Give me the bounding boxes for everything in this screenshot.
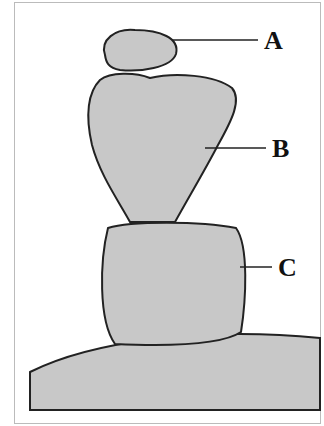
part-label: B — [272, 136, 289, 162]
leader-line — [240, 266, 272, 268]
leader-line — [172, 39, 258, 41]
leader-line — [205, 147, 266, 149]
rock-a — [104, 30, 176, 71]
rock-c — [102, 223, 245, 345]
part-label: C — [278, 255, 297, 281]
part-label: A — [264, 28, 283, 54]
frame — [15, 3, 321, 424]
